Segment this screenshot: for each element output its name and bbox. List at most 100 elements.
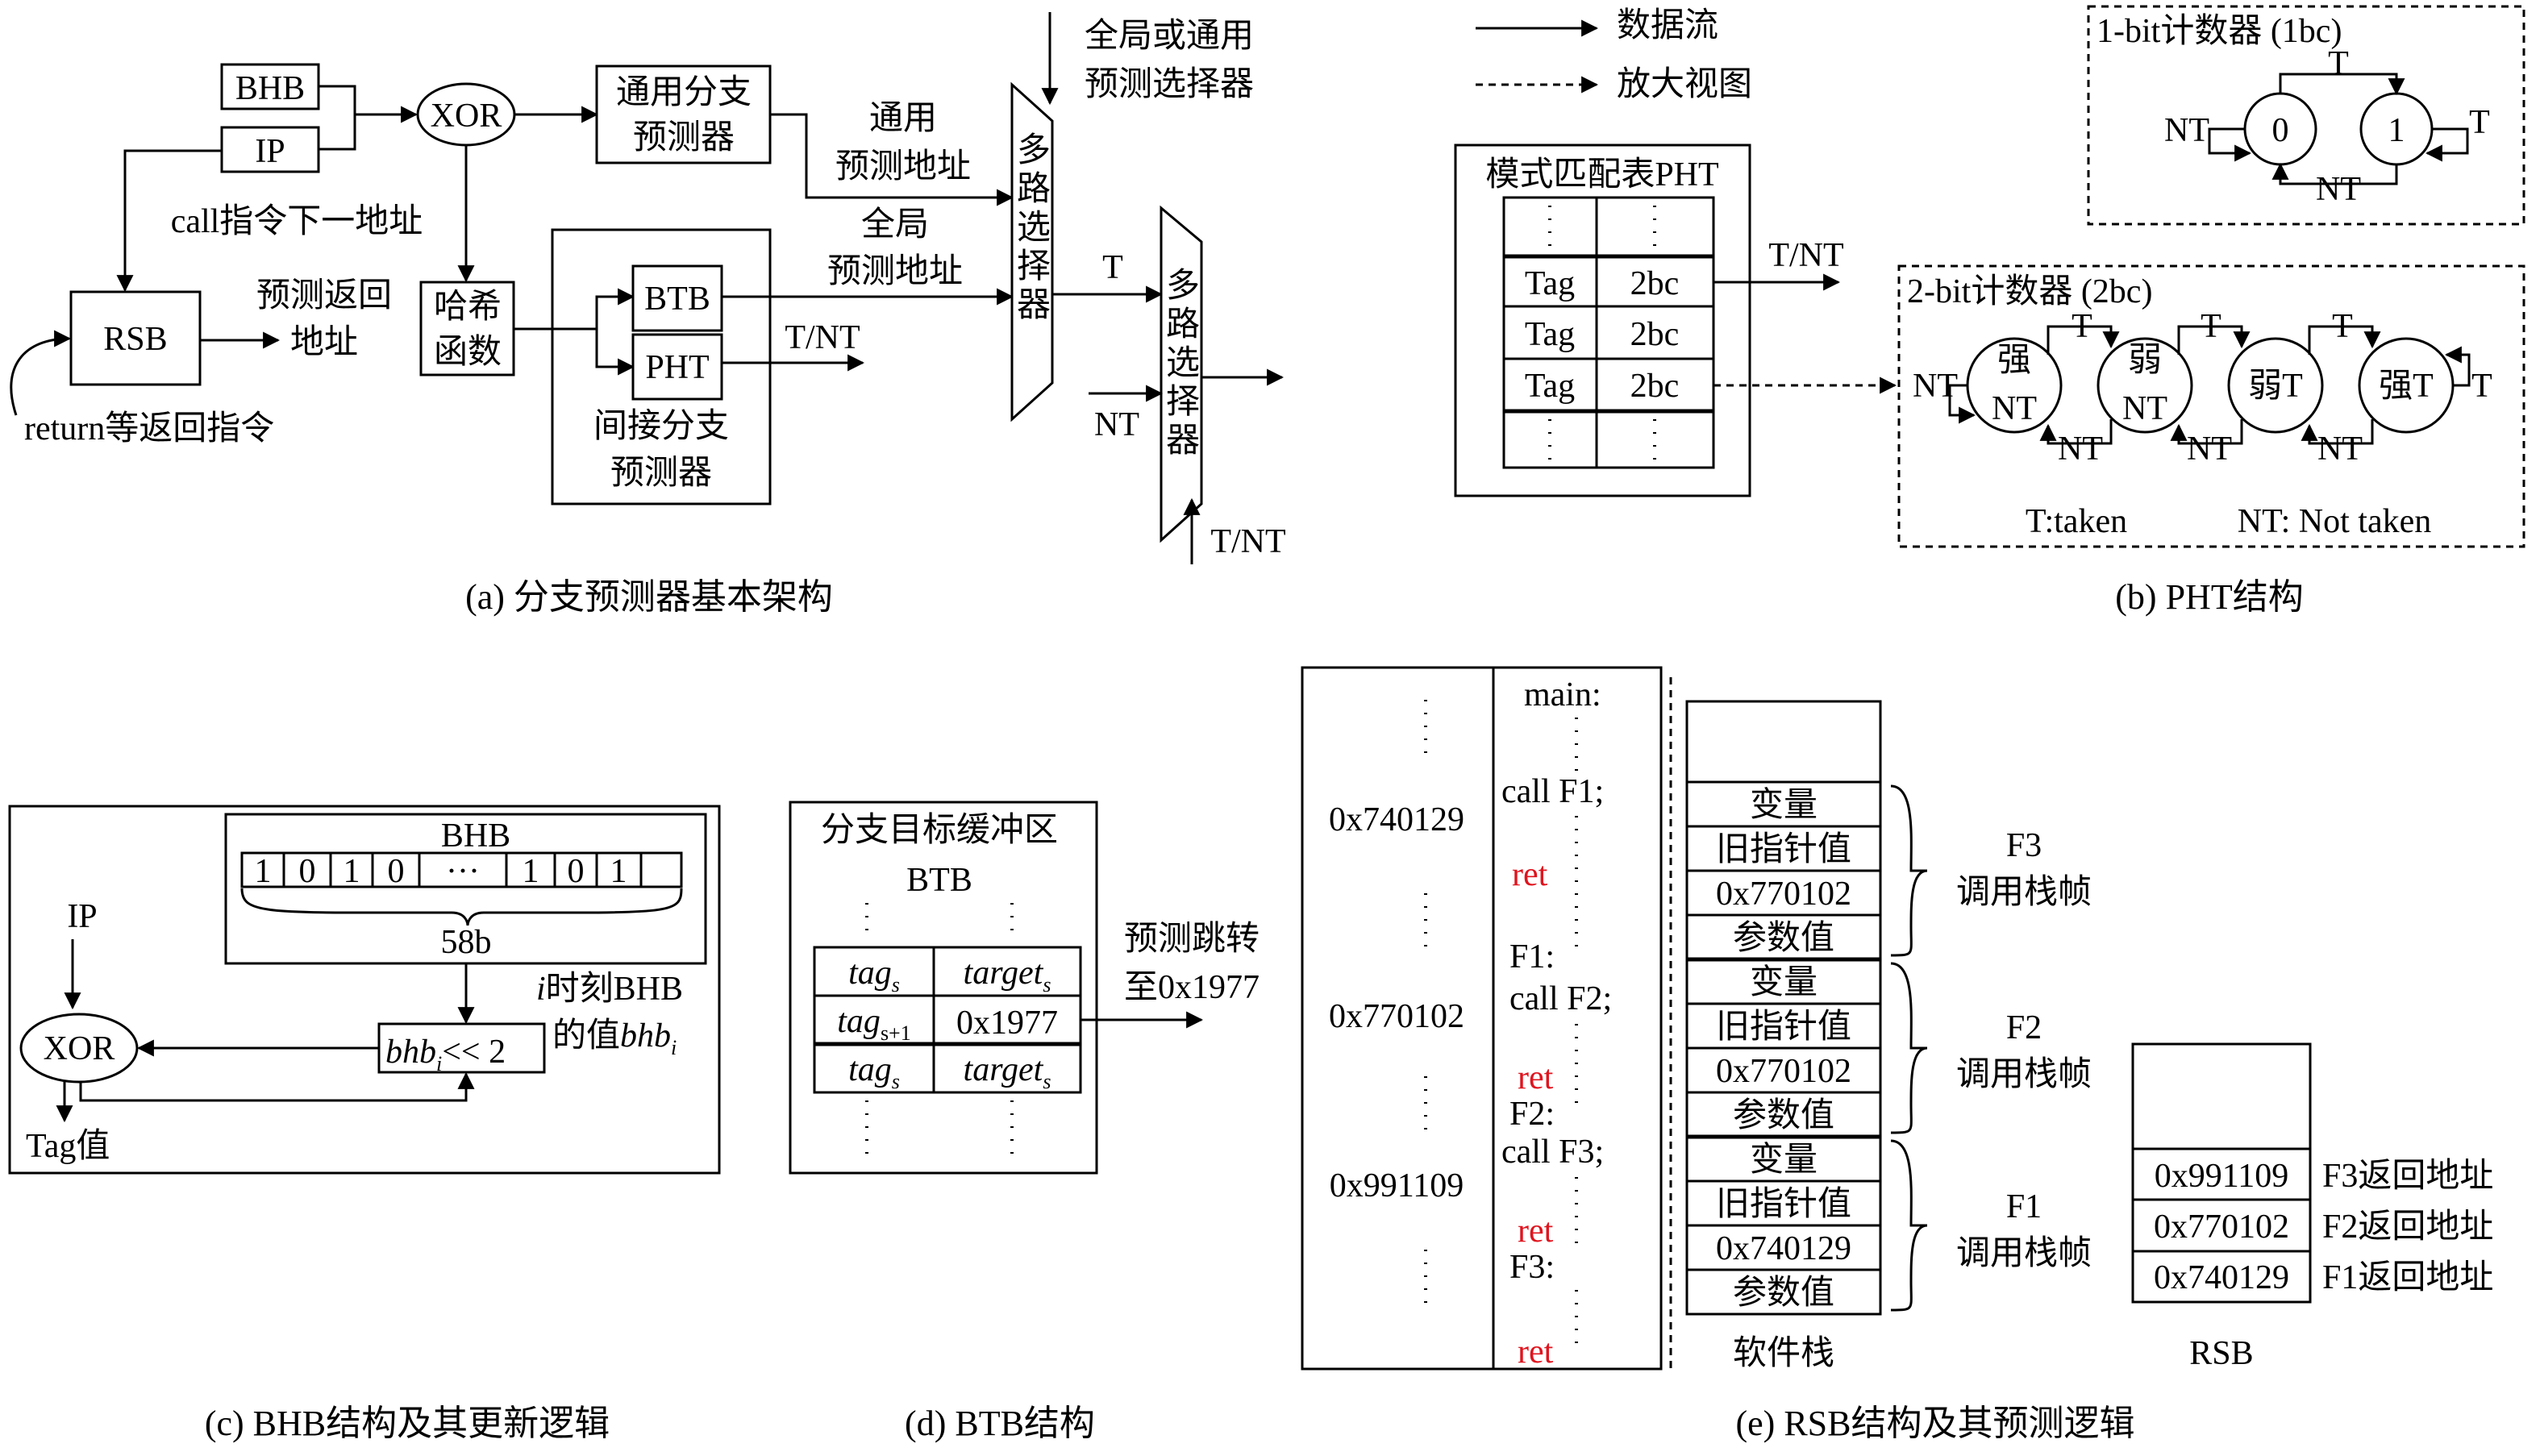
address-cell: 0x740129 bbox=[1329, 801, 1464, 838]
software-stack-label: 软件栈 bbox=[1733, 1335, 1834, 1372]
svg-text:0: 0 bbox=[568, 853, 585, 890]
svg-text:0x770102: 0x770102 bbox=[1716, 876, 1851, 913]
svg-text:1: 1 bbox=[255, 853, 272, 890]
frame-brace-f1 bbox=[1890, 1139, 1928, 1312]
pht-row: Tag 2bc bbox=[1525, 368, 1680, 405]
bhb-panel-frame bbox=[8, 805, 721, 1175]
panel-e-rsb: 0x740129 0x770102 0x991109 main: call F1… bbox=[1301, 666, 2493, 1443]
general-addr-arrow bbox=[770, 113, 1014, 206]
frame-label-f3-line1: F3 bbox=[2006, 827, 2042, 864]
onebit-nt-label: NT bbox=[2316, 171, 2361, 208]
pht-tnt-label: T/NT bbox=[785, 319, 860, 356]
state-strong-nt-line2: NT bbox=[1992, 390, 2037, 427]
not-taken-note: NT: Not taken bbox=[2238, 503, 2432, 540]
mux-2 bbox=[1160, 205, 1203, 543]
caption-c: (c) BHB结构及其更新逻辑 bbox=[205, 1404, 610, 1443]
pht-row: Tag 2bc bbox=[1525, 265, 1680, 302]
panel-d-btb: 分支目标缓冲区 BTB tags targets tags+1 0x1977 t… bbox=[789, 801, 1260, 1443]
selector-label-line2: 预测选择器 bbox=[1085, 66, 1254, 103]
nt-label: NT bbox=[1094, 406, 1139, 443]
predict-jump-line1: 预测跳转 bbox=[1124, 921, 1260, 958]
rsb-label: RSB bbox=[103, 321, 167, 358]
btb-row: tags targets bbox=[848, 955, 1051, 996]
pht-title: 模式匹配表PHT bbox=[1485, 156, 1718, 193]
code-address-table bbox=[1301, 666, 1663, 1371]
state-weak-t-label: 弱T bbox=[2248, 368, 2303, 405]
svg-text:0x740129: 0x740129 bbox=[2154, 1259, 2289, 1296]
call-next-arrow bbox=[116, 149, 222, 293]
frame-brace-f3 bbox=[1890, 784, 1928, 957]
svg-text:多: 多 bbox=[1017, 132, 1051, 169]
svg-text:F1返回地址: F1返回地址 bbox=[2322, 1259, 2493, 1296]
svg-text:tags: tags bbox=[848, 955, 900, 996]
caption-a: (a) 分支预测器基本架构 bbox=[465, 577, 833, 617]
svg-text:0x991109: 0x991109 bbox=[2155, 1158, 2288, 1195]
legend-zoom-label: 放大视图 bbox=[1617, 66, 1752, 103]
code-call-f2: call F2; bbox=[1509, 980, 1612, 1017]
caption-b: (b) PHT结构 bbox=[2115, 577, 2303, 617]
svg-text:0x740129: 0x740129 bbox=[1716, 1230, 1851, 1267]
frame-label-f2-line2: 调用栈帧 bbox=[1956, 1056, 2092, 1093]
svg-text:F3返回地址: F3返回地址 bbox=[2322, 1158, 2493, 1195]
mux-2-label: 多 路 选 择 器 bbox=[1166, 268, 1200, 460]
hash-to-pht-arrow bbox=[595, 329, 635, 376]
hash-to-btb-arrow bbox=[595, 288, 635, 329]
svg-text:路: 路 bbox=[1017, 171, 1051, 208]
t-self-label: T bbox=[2471, 368, 2492, 405]
caption-d: (d) BTB结构 bbox=[905, 1404, 1095, 1443]
code-ret: ret bbox=[1518, 1333, 1554, 1371]
pht-row: Tag 2bc bbox=[1525, 316, 1680, 353]
svg-text:旧指针值: 旧指针值 bbox=[1716, 1186, 1851, 1223]
svg-text:器: 器 bbox=[1166, 422, 1200, 460]
svg-text:1: 1 bbox=[344, 853, 360, 890]
hash-line1: 哈希 bbox=[434, 289, 502, 326]
taken-note: T:taken bbox=[2026, 503, 2127, 540]
hash-function-box bbox=[419, 281, 515, 376]
bhb-brace bbox=[240, 888, 683, 926]
tag-value-label: Tag值 bbox=[26, 1128, 110, 1165]
pht-table bbox=[1502, 196, 1715, 469]
ip-box bbox=[220, 126, 320, 173]
stack-frame-f2: 变量 旧指针值 0x770102 参数值 bbox=[1685, 958, 1882, 1138]
t-transition-label: T bbox=[2201, 308, 2221, 345]
code-f2: F2: bbox=[1509, 1096, 1555, 1133]
svg-text:器: 器 bbox=[1017, 287, 1051, 324]
code-ret: ret bbox=[1512, 856, 1548, 893]
pht-container bbox=[1454, 144, 1751, 497]
code-main: main: bbox=[1524, 676, 1601, 713]
address-cell: 0x991109 bbox=[1330, 1167, 1464, 1204]
t-transition-label: T bbox=[2332, 308, 2353, 345]
svg-text:变量: 变量 bbox=[1750, 1141, 1818, 1179]
svg-text:变量: 变量 bbox=[1750, 963, 1818, 1001]
btb-title: 分支目标缓冲区 bbox=[821, 812, 1058, 849]
hash-line2: 函数 bbox=[434, 334, 502, 371]
rsb-label-e: RSB bbox=[2189, 1335, 2253, 1372]
general-predictor-line2: 预测器 bbox=[633, 119, 735, 156]
t-label: T bbox=[1102, 249, 1123, 286]
svg-text:择: 择 bbox=[1017, 248, 1051, 285]
caption-e: (e) RSB结构及其预测逻辑 bbox=[1736, 1404, 2135, 1443]
svg-text:路: 路 bbox=[1166, 306, 1200, 343]
code-call-f1: call F1; bbox=[1501, 773, 1604, 810]
predict-jump-line2: 至0x1977 bbox=[1124, 969, 1260, 1006]
pht-label: PHT bbox=[645, 349, 709, 386]
code-ret: ret bbox=[1518, 1213, 1554, 1250]
xor-label: XOR bbox=[431, 98, 502, 135]
t-transition-label: T bbox=[2072, 308, 2092, 345]
bhb-bits: 1 0 1 0 ··· 1 0 1 bbox=[240, 851, 683, 890]
onebit-counter-box bbox=[2087, 5, 2525, 226]
ip-label: IP bbox=[255, 133, 285, 170]
mux-1 bbox=[1010, 81, 1054, 422]
onebit-t-self-label: T bbox=[2469, 104, 2490, 141]
nt-self-label: NT bbox=[1913, 368, 1958, 405]
rsb-entry: 0x740129 F1返回地址 bbox=[2154, 1259, 2493, 1296]
svg-text:···: ··· bbox=[446, 853, 480, 890]
call-next-label: call指令下一地址 bbox=[171, 203, 423, 240]
bhb-width-label: 58b bbox=[441, 924, 492, 961]
svg-text:0x770102: 0x770102 bbox=[2154, 1208, 2289, 1246]
svg-text:2bc: 2bc bbox=[1630, 265, 1680, 302]
svg-text:变量: 变量 bbox=[1750, 786, 1818, 824]
pred-return-line2: 地址 bbox=[290, 324, 358, 361]
btb-row: tags+1 0x1977 bbox=[837, 1003, 1058, 1045]
